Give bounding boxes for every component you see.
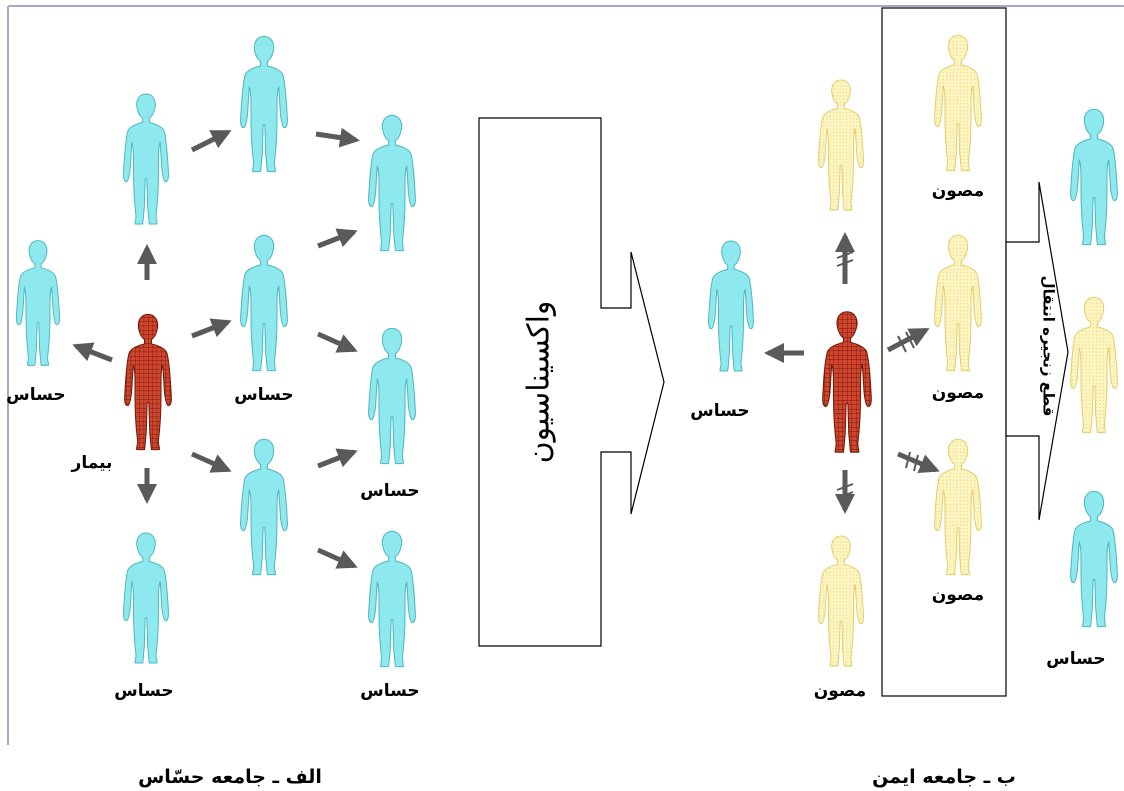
vaccination-label: واکسیناسیون [522, 301, 557, 464]
block-tick [905, 451, 911, 469]
arrow-icon [190, 451, 232, 473]
label-susceptible: حساس [114, 681, 173, 701]
block-tick [905, 331, 915, 349]
person-icon [122, 532, 170, 664]
arrow-icon [315, 127, 360, 148]
big-block-arrow-icon [1005, 181, 1069, 521]
blocked-arrow-icon [886, 327, 930, 353]
immune-person-icon [933, 234, 983, 372]
block-tick [836, 483, 854, 491]
block-tick [913, 454, 919, 472]
chain-break-label: قطع زنجیره انتقال [1040, 276, 1058, 417]
arrow-icon [317, 228, 358, 249]
sick-person-icon [822, 311, 872, 453]
label-immune: مصون [932, 383, 984, 403]
person-icon [367, 327, 417, 465]
person-icon [367, 530, 417, 668]
person-icon [122, 93, 170, 225]
label-susceptible: حساس [360, 681, 419, 701]
immune-person-icon [933, 34, 983, 172]
label-susceptible: حساس [234, 385, 293, 405]
susceptible-population: حساس بیمار حساس حساس حساس حساس الف ـ جام… [6, 35, 420, 788]
arrow-icon [190, 129, 232, 153]
arrow-icon [191, 318, 232, 339]
arrow-icon [317, 448, 358, 469]
person-icon [15, 240, 61, 366]
immune-person-icon [1069, 296, 1119, 434]
person-icon [239, 438, 289, 576]
label-susceptible: حساس [690, 401, 749, 421]
block-tick [836, 251, 854, 259]
big-block-arrow-icon [478, 117, 665, 647]
label-immune: مصون [932, 181, 984, 201]
label-susceptible: حساس [6, 385, 65, 405]
vaccination-arrow: واکسیناسیون [478, 117, 665, 647]
sick-person-icon [123, 313, 173, 451]
label-sick: بیمار [71, 453, 113, 473]
label-susceptible: حساس [1046, 649, 1105, 669]
block-tick [836, 491, 854, 499]
person-icon [1069, 108, 1119, 246]
arrow-icon [316, 547, 358, 569]
person-icon [239, 35, 289, 173]
label-susceptible: حساس [360, 481, 419, 501]
label-immune: مصون [932, 585, 984, 605]
caption-right: ب ـ جامعه ایمن [872, 766, 1016, 788]
block-tick [897, 335, 907, 353]
block-tick [836, 259, 854, 267]
arrow-icon [72, 342, 113, 363]
immune-population: قطع زنجیره انتقال [690, 7, 1119, 788]
immune-person-icon [933, 438, 983, 576]
person-icon [707, 240, 755, 372]
person-icon [239, 234, 289, 372]
immune-person-icon [817, 79, 865, 211]
immune-person-icon [817, 535, 865, 667]
person-icon [1069, 490, 1119, 628]
person-icon [367, 114, 417, 252]
label-immune: مصون [814, 681, 866, 701]
caption-left: الف ـ جامعه حسّاس [138, 766, 322, 788]
arrow-icon [316, 331, 358, 353]
